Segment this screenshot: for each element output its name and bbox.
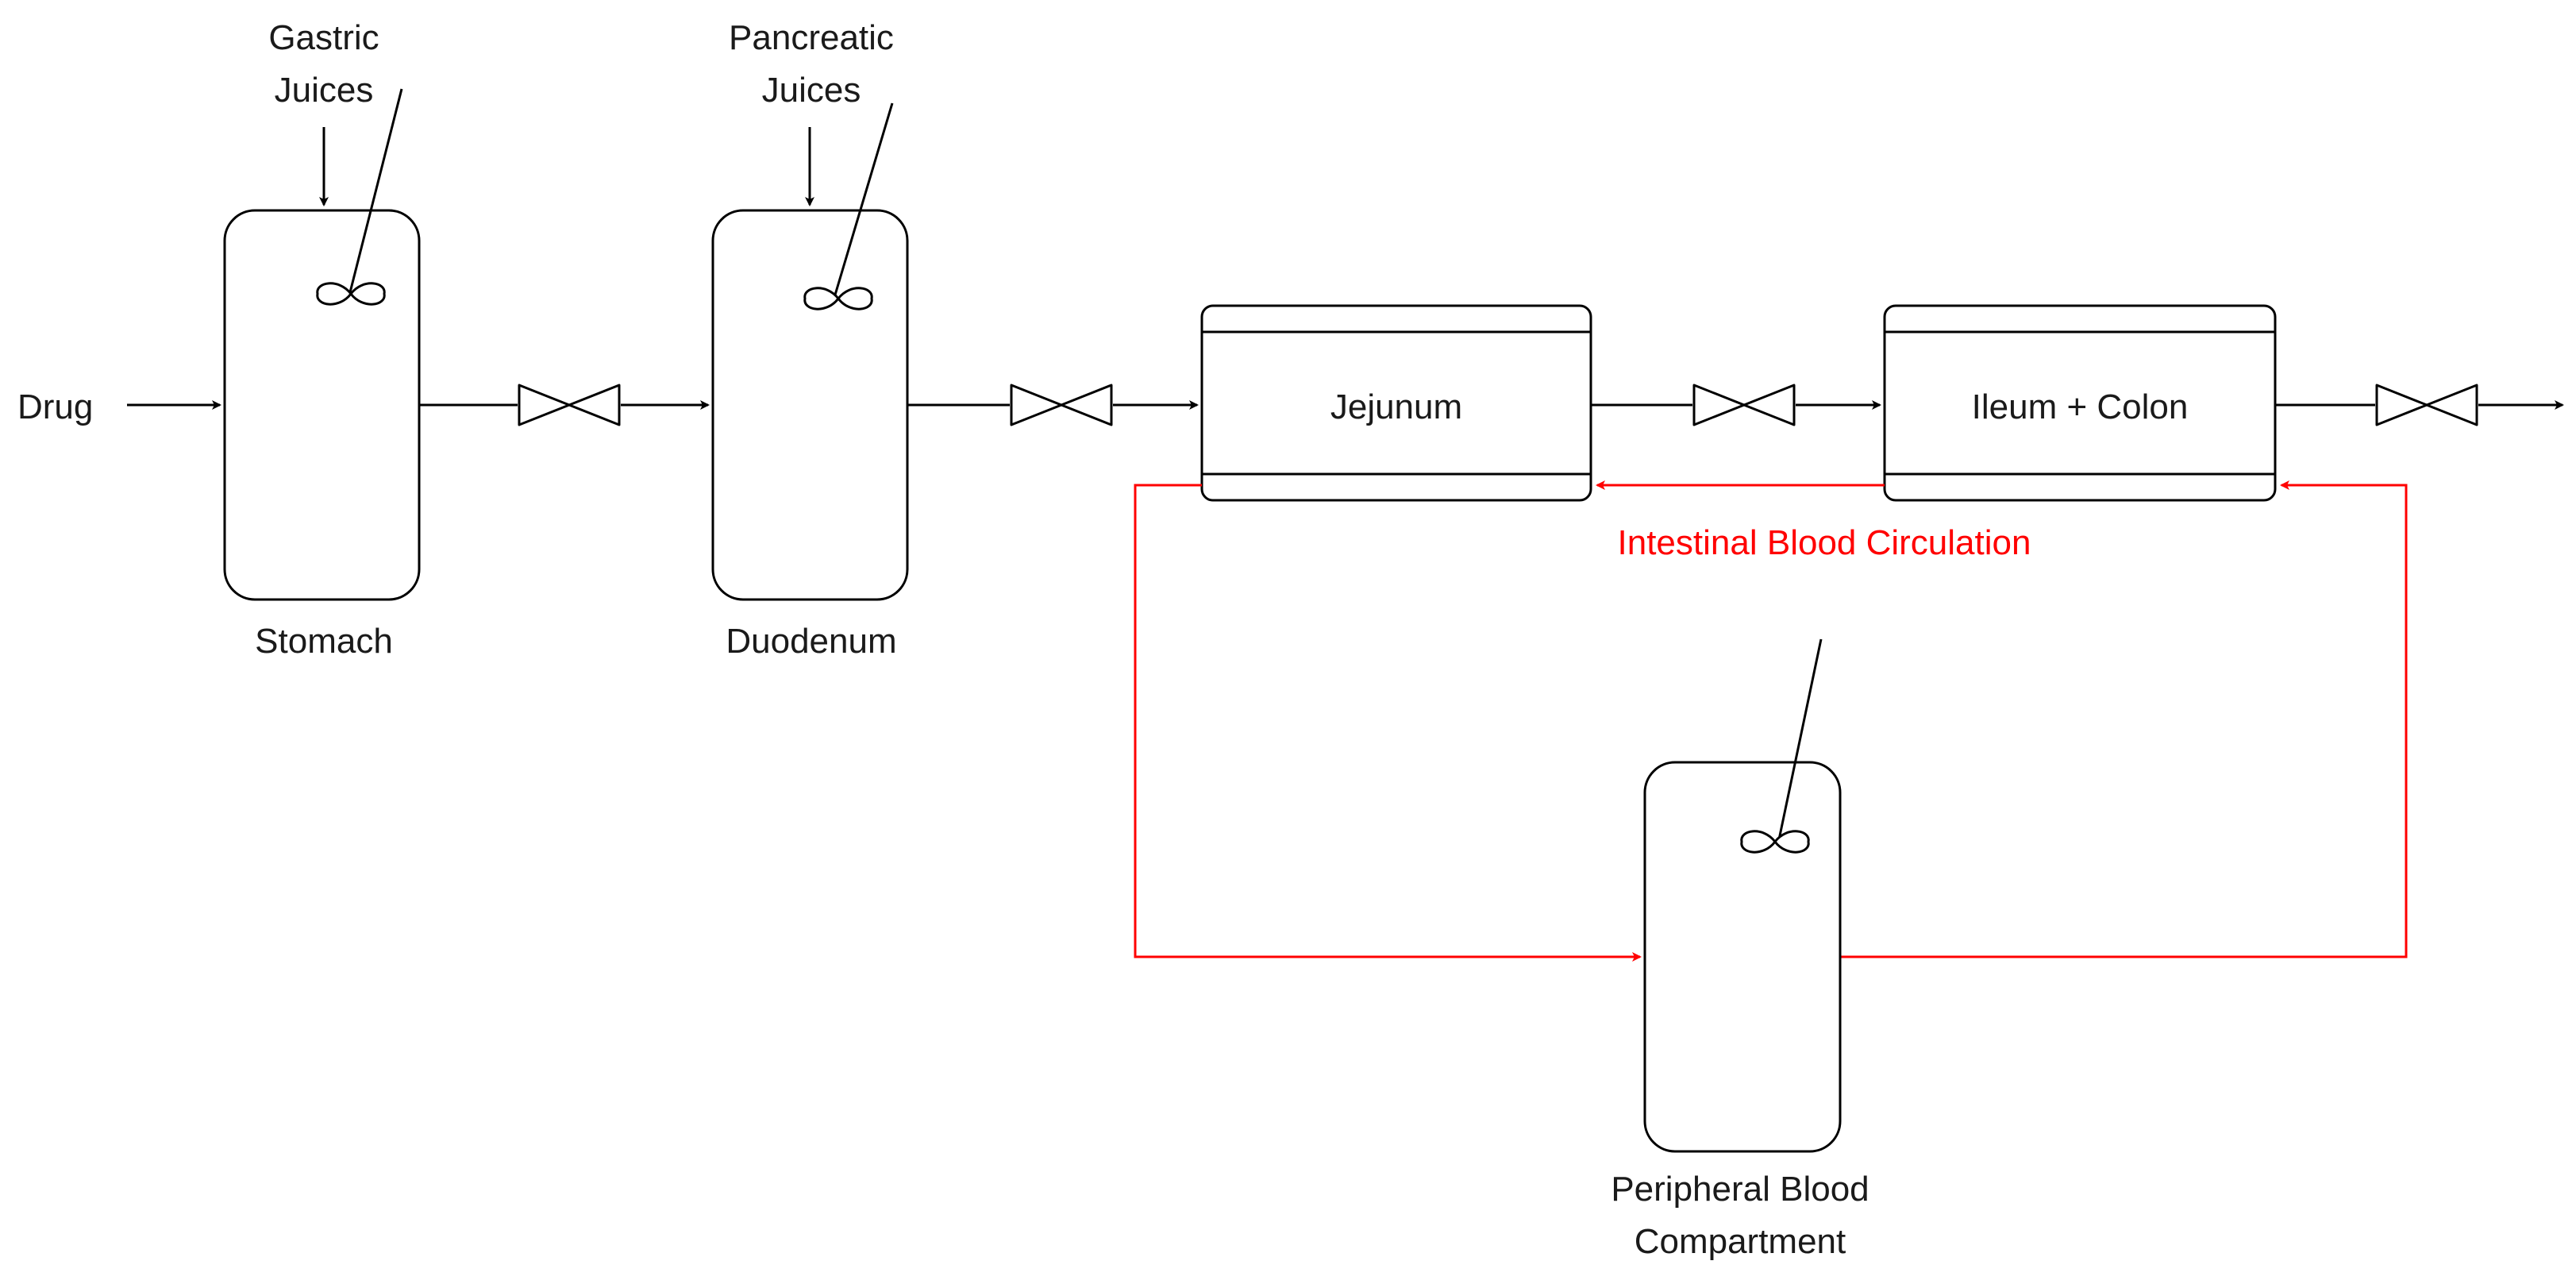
- gastric-juices-label-line1: Gastric: [268, 18, 379, 57]
- duodenum-label: Duodenum: [726, 622, 896, 661]
- ileum-colon-label: Ileum + Colon: [1972, 388, 2189, 426]
- drug-label: Drug: [17, 388, 93, 426]
- peripheral-blood-label-line1: Peripheral Blood: [1611, 1170, 1869, 1209]
- peripheral-blood-label-line2: Compartment: [1635, 1222, 1846, 1261]
- valve-icon: [2375, 384, 2478, 426]
- jejunum-vessel: [1200, 304, 1592, 502]
- stomach-agitator-shaft: [348, 88, 403, 296]
- stomach-vessel: [223, 209, 421, 601]
- jejunum-to-peripheral-blood-arrow: [1134, 484, 1642, 962]
- valve-icon: [1692, 384, 1796, 426]
- pancreatic-juices-label-line1: Pancreatic: [729, 18, 894, 57]
- duodenum-agitator-shaft: [832, 102, 894, 301]
- peripheral-to-ileum-blood-arrow: [1840, 480, 2408, 958]
- intestinal-blood-circulation-label: Intestinal Blood Circulation: [1618, 523, 2031, 562]
- jejunum-label: Jejunum: [1330, 388, 1462, 426]
- valve-icon: [1010, 384, 1113, 426]
- valve-icon: [518, 384, 621, 426]
- peripheral-blood-compartment-vessel: [1643, 761, 1842, 1153]
- pancreatic-juices-label-line2: Juices: [762, 71, 861, 110]
- stomach-label: Stomach: [255, 622, 393, 661]
- gastric-juices-label-line2: Juices: [275, 71, 374, 110]
- peripheral-agitator-shaft: [1777, 638, 1823, 844]
- ileum-colon-vessel: [1883, 304, 2277, 502]
- duodenum-vessel: [711, 209, 909, 601]
